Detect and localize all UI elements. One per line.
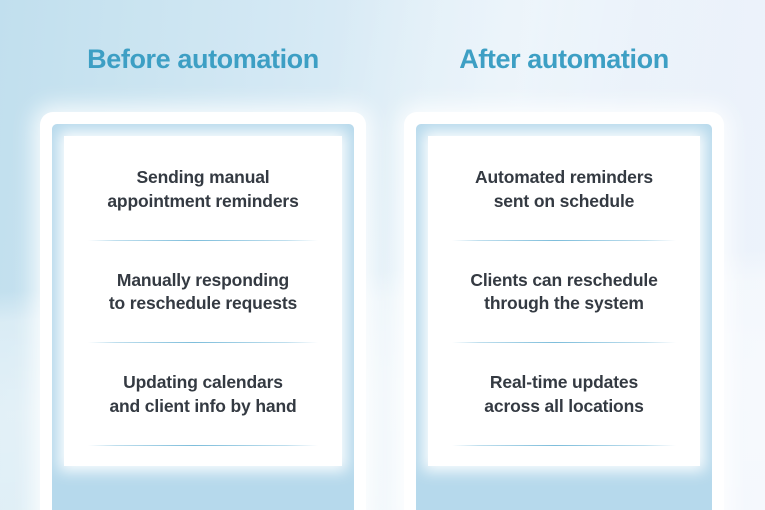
item-text: Real-time updates across all locations — [444, 371, 684, 419]
item-divider — [88, 342, 318, 344]
item-text: Updating calendars and client info by ha… — [80, 371, 326, 419]
item-line-1: Clients can reschedule — [470, 269, 658, 290]
card-band-after: Automated reminders sent on schedule Cli… — [416, 124, 712, 510]
item-line-2: and client info by hand — [109, 395, 297, 416]
item-line-2: appointment reminders — [107, 190, 299, 211]
card-after: Automated reminders sent on schedule Cli… — [404, 112, 724, 510]
list-item: Automated reminders sent on schedule — [444, 136, 684, 214]
card-band-before: Sending manual appointment reminders Man… — [52, 124, 354, 510]
list-item: Real-time updates across all locations — [444, 343, 684, 419]
column-title-before: Before automation — [87, 44, 319, 74]
item-text: Automated reminders sent on schedule — [444, 166, 684, 214]
item-line-1: Updating calendars — [123, 372, 283, 393]
column-title-after: After automation — [459, 44, 669, 74]
list-item: Clients can reschedule through the syste… — [444, 241, 684, 317]
item-divider — [452, 444, 676, 446]
card-before: Sending manual appointment reminders Man… — [40, 112, 366, 510]
column-after-automation: After automation Automated reminders sen… — [404, 0, 724, 510]
item-line-2: to reschedule requests — [108, 293, 298, 314]
item-divider — [452, 342, 676, 344]
list-item: Updating calendars and client info by ha… — [80, 343, 326, 419]
item-text: Manually responding to reschedule reques… — [80, 269, 326, 317]
item-line-1: Automated reminders — [474, 167, 654, 187]
column-before-automation: Before automation Sending manual appoint… — [40, 0, 366, 510]
item-divider — [88, 444, 318, 446]
item-line-1: Sending manual — [136, 167, 270, 187]
list-item: Sending manual appointment reminders — [80, 136, 326, 214]
item-text: Sending manual appointment reminders — [80, 166, 326, 214]
item-line-2: sent on schedule — [493, 190, 635, 211]
card-inner-before: Sending manual appointment reminders Man… — [64, 136, 342, 466]
item-divider — [88, 239, 318, 241]
item-text: Clients can reschedule through the syste… — [444, 269, 684, 317]
item-line-1: Real-time updates — [489, 372, 639, 393]
item-line-2: through the system — [484, 293, 644, 314]
item-divider — [452, 239, 676, 241]
item-line-1: Manually responding — [116, 269, 290, 290]
list-item: Manually responding to reschedule reques… — [80, 241, 326, 317]
card-inner-after: Automated reminders sent on schedule Cli… — [428, 136, 700, 466]
item-line-2: across all locations — [484, 395, 644, 416]
